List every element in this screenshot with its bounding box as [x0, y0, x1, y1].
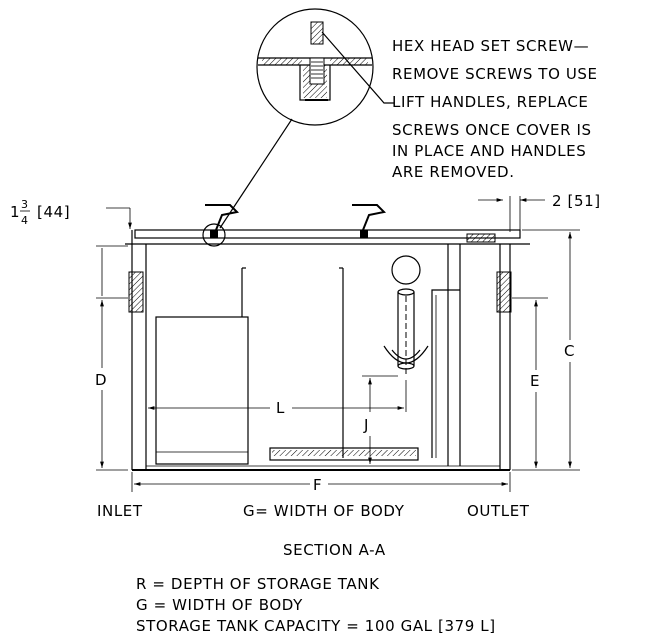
detail-leader — [219, 118, 293, 229]
dim-flange-label: 2 [51] — [552, 192, 601, 210]
note-line-6: ARE REMOVED. — [392, 163, 515, 181]
dimensions: 1 3 4 [44] 2 [51] C E D L — [10, 192, 601, 494]
screw-note: HEX HEAD SET SCREW— REMOVE SCREWS TO USE… — [392, 37, 598, 181]
dim-e-label: E — [530, 372, 540, 390]
dim-top-metric: [44] — [37, 203, 70, 221]
dim-l-label: L — [276, 399, 285, 417]
note-line-1: HEX HEAD SET SCREW— — [392, 37, 589, 55]
dim-f-label: F — [313, 476, 322, 494]
note-line-3: LIFT HANDLES, REPLACE — [392, 93, 588, 111]
detail-callout-circle — [202, 223, 226, 247]
dim-top-den: 4 — [21, 214, 29, 227]
dim-d-label: D — [95, 371, 107, 389]
tank-body — [125, 204, 530, 471]
legend-capacity: STORAGE TANK CAPACITY = 100 GAL [379 L] — [136, 617, 496, 635]
section-title: SECTION A-A — [283, 541, 386, 559]
outlet-label: OUTLET — [467, 502, 530, 520]
note-line-2: REMOVE SCREWS TO USE — [392, 65, 598, 83]
legend-r: R = DEPTH OF STORAGE TANK — [136, 575, 380, 593]
inlet-label: INLET — [97, 502, 143, 520]
body-width-label: G= WIDTH OF BODY — [243, 502, 405, 520]
detail-circle — [256, 8, 394, 126]
dim-c-label: C — [564, 342, 575, 360]
dim-j-label: J — [363, 416, 369, 434]
dim-top-num: 3 — [21, 198, 29, 211]
note-line-5: IN PLACE AND HANDLES — [392, 142, 586, 160]
legend-g: G = WIDTH OF BODY — [136, 596, 303, 614]
note-line-4: SCREWS ONCE COVER IS — [392, 121, 592, 139]
dim-top-whole: 1 — [10, 203, 20, 221]
